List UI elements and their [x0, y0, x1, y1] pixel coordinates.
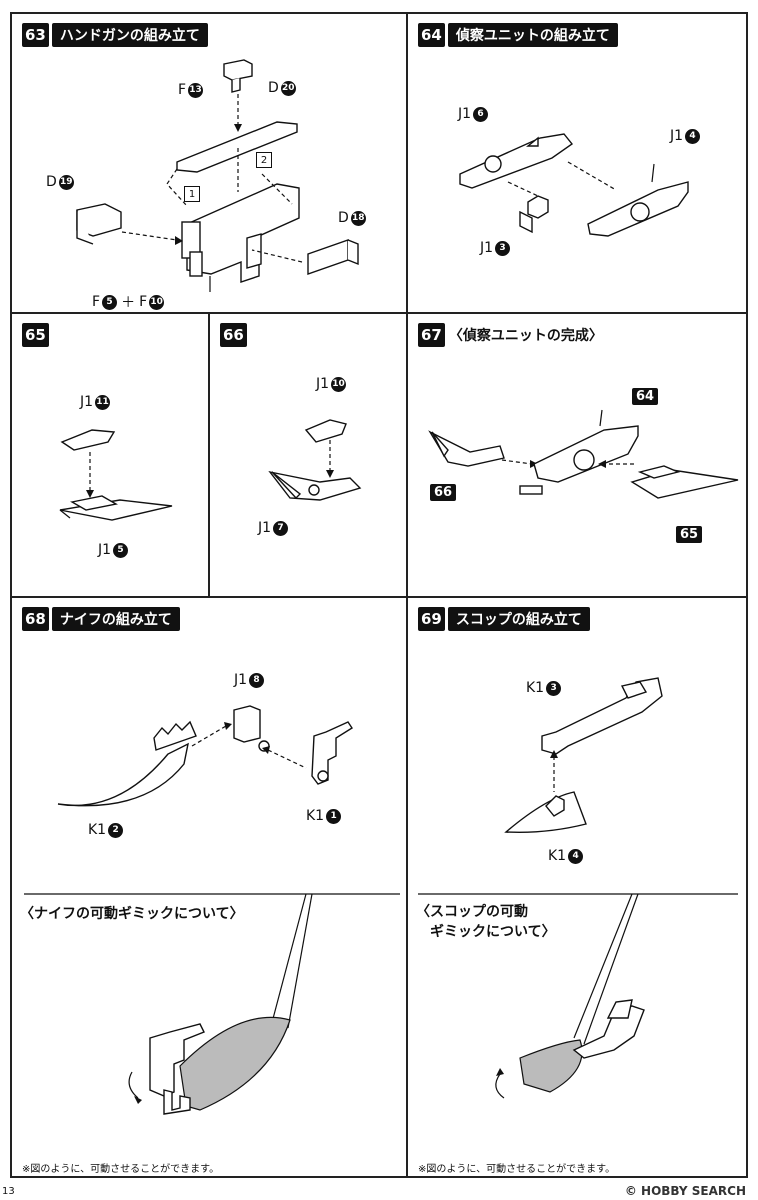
step-title: ナイフの組み立て: [51, 607, 180, 631]
knife-assembly-diagram: [24, 705, 400, 1115]
wing-left-assembly-diagram: [268, 419, 362, 501]
step-number: 64: [418, 23, 445, 47]
shovel-gimmick-note: ※図のように、可動させることができます。: [418, 1164, 616, 1175]
handgun-assembly-diagram: [76, 59, 359, 292]
step-number: 69: [418, 607, 445, 631]
ref-step-66: 66: [430, 484, 457, 501]
ref-step-65: 65: [676, 526, 703, 543]
ref-step-64: 64: [632, 388, 659, 405]
step-69-header: 69 スコップの組み立て: [418, 606, 590, 632]
step-title: スコップの組み立て: [447, 607, 590, 631]
step-number: 68: [22, 607, 49, 631]
recon-unit-complete-diagram: [428, 409, 739, 499]
shovel-gimmick-title-line1: 〈スコップの可動: [416, 904, 528, 920]
step-66-header: 66: [220, 322, 247, 348]
step-67-header: 67 〈偵察ユニットの完成〉: [418, 322, 603, 348]
step-65-header: 65: [22, 322, 49, 348]
step-title: ハンドガンの組み立て: [51, 23, 208, 47]
order-2-marker: 2: [256, 152, 272, 168]
step-title: 偵察ユニットの組み立て: [447, 23, 618, 47]
shovel-gimmick-title-line2: ギミックについて〉: [430, 924, 556, 940]
step-64-header: 64 偵察ユニットの組み立て: [418, 22, 618, 48]
knife-gimmick-title: 〈ナイフの可動ギミックについて〉: [20, 906, 244, 922]
step-63-header: 63 ハンドガンの組み立て: [22, 22, 208, 48]
step-number: 63: [22, 23, 49, 47]
step-number: 66: [220, 323, 247, 347]
wing-right-assembly-diagram: [59, 429, 173, 521]
shovel-gimmick-title: 〈スコップの可動 ギミックについて〉: [416, 902, 556, 942]
step-68-header: 68 ナイフの組み立て: [22, 606, 180, 632]
step-number: 65: [22, 323, 49, 347]
step-title: 〈偵察ユニットの完成〉: [448, 328, 603, 344]
recon-unit-assembly-diagram: [459, 133, 689, 237]
step-number: 67: [418, 323, 445, 347]
watermark: © HOBBY SEARCH: [624, 1184, 746, 1198]
shovel-assembly-diagram: [418, 677, 738, 1099]
knife-gimmick-note: ※図のように、可動させることができます。: [22, 1164, 220, 1175]
order-1-marker: 1: [184, 186, 200, 202]
page-number: 13: [2, 1186, 15, 1197]
step-67-panel: 67 〈偵察ユニットの完成〉 64 66 65: [406, 312, 748, 598]
